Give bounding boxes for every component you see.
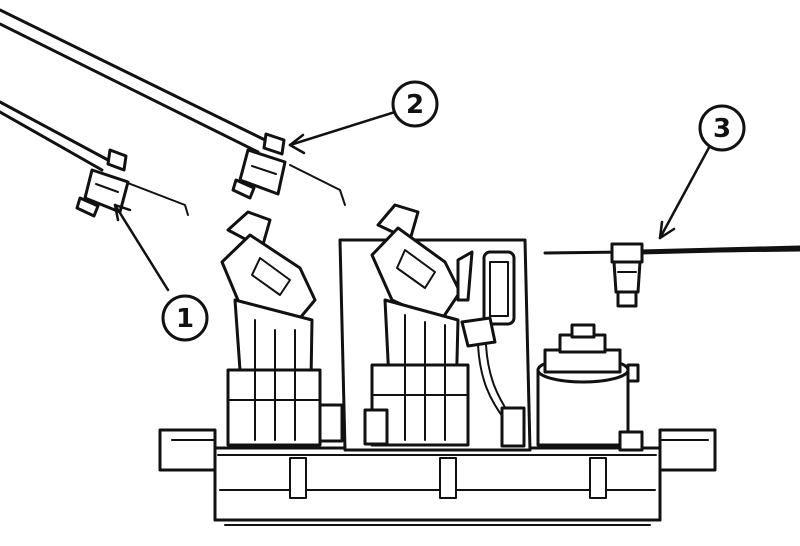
callout-circle-1 <box>161 294 209 342</box>
leader-line-1 <box>113 203 170 292</box>
cable-clip-2 <box>231 132 287 200</box>
callout-circle-2 <box>391 80 439 128</box>
lever-assembly-left <box>220 210 344 447</box>
lever-assembly-center <box>363 203 470 447</box>
actuator-motor <box>536 323 644 452</box>
callout-label-2: 2 <box>406 90 424 120</box>
leader-line-2 <box>288 110 397 155</box>
cable-1 <box>0 100 189 216</box>
actuator-arm <box>456 250 526 448</box>
cable-3 <box>543 245 800 255</box>
cable-clip-3 <box>610 242 644 308</box>
cable-2 <box>0 8 346 206</box>
callout-label-1: 1 <box>176 304 194 334</box>
callout-label-3: 3 <box>713 114 731 144</box>
leader-line-3 <box>658 140 714 240</box>
callout-circle-3 <box>698 104 746 152</box>
